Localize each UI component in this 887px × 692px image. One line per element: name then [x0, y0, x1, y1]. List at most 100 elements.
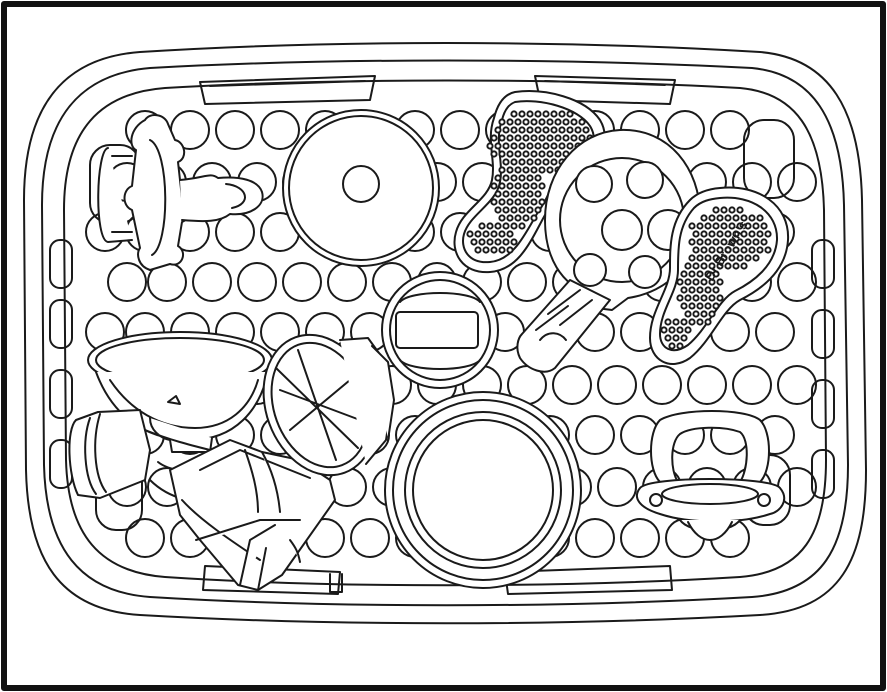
- teether-bump: [526, 174, 534, 182]
- teether-bump: [696, 254, 704, 262]
- teether-bump: [506, 214, 514, 222]
- side-slot: [49, 299, 73, 349]
- teether-bump: [740, 230, 748, 238]
- teether-bump: [716, 294, 724, 302]
- teether-bump: [502, 222, 510, 230]
- teether-bump: [684, 262, 692, 270]
- teether-bump: [716, 214, 724, 222]
- teether-bump: [546, 166, 554, 174]
- teether-bump: [534, 190, 542, 198]
- teether-bump: [728, 238, 736, 246]
- teether-bump: [498, 230, 506, 238]
- teether-bump: [550, 158, 558, 166]
- teether-bump: [732, 262, 740, 270]
- teether-bump: [700, 262, 708, 270]
- teether-bump: [676, 278, 684, 286]
- teether-bump: [502, 174, 510, 182]
- teether-bump: [744, 222, 752, 230]
- teether-bump: [474, 230, 482, 238]
- floor-hole: [710, 110, 750, 150]
- floor-hole: [620, 518, 660, 558]
- floor-hole: [125, 518, 165, 558]
- nipple-collar-part: [97, 114, 264, 271]
- floor-hole: [575, 415, 615, 455]
- teether-bump: [514, 182, 522, 190]
- teether-bump: [510, 222, 518, 230]
- teether-bump: [708, 230, 716, 238]
- teether-bump: [756, 230, 764, 238]
- floor-hole: [215, 110, 255, 150]
- teether-bump: [526, 190, 534, 198]
- teether-bump: [514, 134, 522, 142]
- teether-bump: [668, 342, 676, 350]
- teether-bump: [712, 222, 720, 230]
- teether-bump: [490, 150, 498, 158]
- teether-bump: [764, 230, 772, 238]
- teether-bump: [558, 142, 566, 150]
- teether-bump: [752, 222, 760, 230]
- teether-bump: [688, 238, 696, 246]
- teether-bump: [704, 302, 712, 310]
- side-slot: [49, 369, 73, 419]
- teether-bump: [514, 198, 522, 206]
- teether-bump: [760, 238, 768, 246]
- teether-bump: [570, 118, 578, 126]
- teether-bump: [550, 126, 558, 134]
- teether-bump: [700, 214, 708, 222]
- teether-right-bumps: [660, 206, 772, 350]
- bottle-cap-disc: [282, 109, 440, 267]
- teether-bump: [526, 142, 534, 150]
- teether-bump: [534, 142, 542, 150]
- teether-bump: [752, 238, 760, 246]
- teether-bump: [506, 246, 514, 254]
- teether-bump: [490, 230, 498, 238]
- teether-bump: [680, 270, 688, 278]
- teether-bump: [562, 134, 570, 142]
- floor-hole: [192, 262, 232, 302]
- teether-bump: [510, 142, 518, 150]
- teether-bump: [538, 166, 546, 174]
- teether-bump: [740, 262, 748, 270]
- teether-bump: [494, 126, 502, 134]
- teether-bump: [562, 118, 570, 126]
- teether-bump: [510, 190, 518, 198]
- teether-bump: [530, 150, 538, 158]
- teether-bump: [716, 262, 724, 270]
- teether-bump: [684, 278, 692, 286]
- teether-bump: [534, 174, 542, 182]
- teether-bump: [498, 134, 506, 142]
- teether-bump: [542, 158, 550, 166]
- teether-bump: [482, 230, 490, 238]
- teether-bump: [490, 198, 498, 206]
- teether-bump: [664, 334, 672, 342]
- teether-bump: [498, 182, 506, 190]
- teether-bump: [724, 246, 732, 254]
- teether-bump: [736, 222, 744, 230]
- teether-bump: [486, 142, 494, 150]
- teether-bump: [546, 134, 554, 142]
- floor-hole: [107, 262, 147, 302]
- teether-bump: [546, 118, 554, 126]
- teether-bump: [740, 246, 748, 254]
- teether-bump: [502, 158, 510, 166]
- teether-left: [453, 90, 606, 274]
- teether-bump: [720, 206, 728, 214]
- teether-bump: [720, 222, 728, 230]
- teether-bump: [494, 142, 502, 150]
- teether-bump: [518, 222, 526, 230]
- pacifier: [635, 410, 786, 541]
- teether-bump: [736, 254, 744, 262]
- teether-bump: [518, 174, 526, 182]
- teether-bump: [518, 158, 526, 166]
- teether-bump: [712, 286, 720, 294]
- teether-bump: [712, 206, 720, 214]
- teether-bump: [744, 254, 752, 262]
- teether-bump: [502, 142, 510, 150]
- teether-bump: [550, 142, 558, 150]
- teether-bump: [522, 166, 530, 174]
- teether-bump: [748, 246, 756, 254]
- teether-bump: [578, 134, 586, 142]
- teether-bump: [518, 142, 526, 150]
- teether-bump: [518, 190, 526, 198]
- vent-insert-ring: [381, 271, 499, 389]
